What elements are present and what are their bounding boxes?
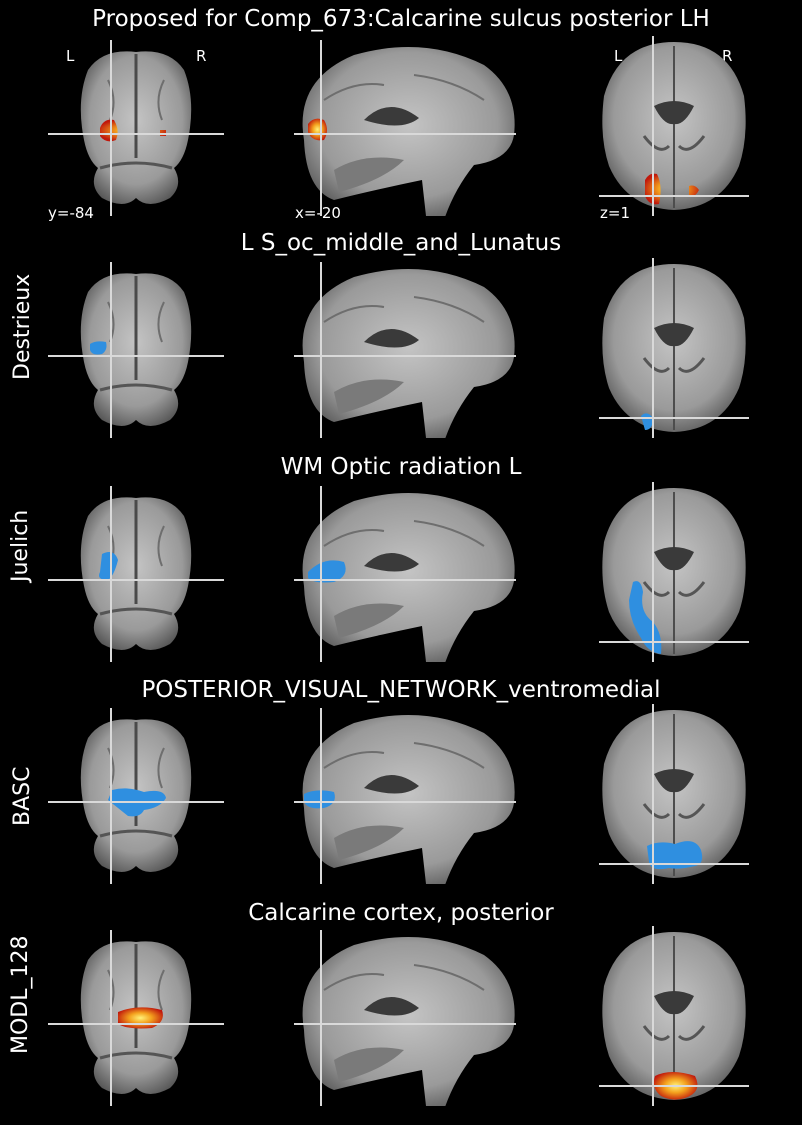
atlas-region-blob <box>90 341 107 355</box>
sagittal-view <box>294 930 516 1106</box>
sagittal-view <box>294 40 516 216</box>
sagittal-brain <box>302 493 515 662</box>
sagittal-brain <box>302 269 515 438</box>
row-label-3: BASC <box>10 766 35 826</box>
atlas-region-blob <box>99 552 118 580</box>
sagittal-view <box>294 262 516 438</box>
coronal-view <box>48 262 224 438</box>
row-title-1: L S_oc_middle_and_Lunatus <box>240 230 562 256</box>
axial-right-label: R <box>722 47 733 65</box>
axial-view <box>599 36 749 216</box>
axial-coord: z=1 <box>600 204 630 222</box>
axial-view <box>599 482 749 662</box>
coronal-coord: y=-84 <box>48 204 94 222</box>
axial-brain <box>602 932 746 1100</box>
atlas-region-blob <box>304 790 335 809</box>
row-title-3: POSTERIOR_VISUAL_NETWORK_ventromedial <box>141 677 661 703</box>
row-label-1: Destrieux <box>10 273 35 380</box>
sagittal-view <box>294 708 516 884</box>
coronal-brain <box>80 51 192 204</box>
atlas-region-blob <box>308 560 346 583</box>
coronal-brain <box>80 497 192 650</box>
sagittal-view <box>294 486 516 662</box>
coronal-view <box>48 930 224 1106</box>
coronal-right-label: R <box>196 47 207 65</box>
axial-left-label: L <box>614 47 623 65</box>
row-label-2: Juelich <box>8 509 33 582</box>
coronal-left-label: L <box>66 47 75 65</box>
axial-brain <box>602 264 746 432</box>
sagittal-coord: x=-20 <box>295 204 341 222</box>
sagittal-brain <box>302 47 515 216</box>
axial-brain <box>602 42 746 210</box>
axial-brain <box>602 488 746 656</box>
axial-view <box>599 258 749 438</box>
activation-blob <box>100 119 166 142</box>
sagittal-brain <box>302 715 515 884</box>
coronal-view <box>48 486 224 662</box>
atlas-region-blob <box>647 841 703 870</box>
activation-blob <box>118 1007 163 1029</box>
coronal-view <box>48 708 224 884</box>
row-label-4: MODL_128 <box>8 935 33 1055</box>
axial-view <box>599 926 749 1106</box>
row-title-2: WM Optic radiation L <box>280 454 522 480</box>
axial-view <box>599 704 749 884</box>
coronal-brain <box>80 273 192 426</box>
row-title-4: Calcarine cortex, posterior <box>248 900 554 926</box>
coronal-view <box>48 40 224 216</box>
row-title-0: Proposed for Comp_673:Calcarine sulcus p… <box>92 6 710 32</box>
sagittal-brain <box>302 937 515 1106</box>
